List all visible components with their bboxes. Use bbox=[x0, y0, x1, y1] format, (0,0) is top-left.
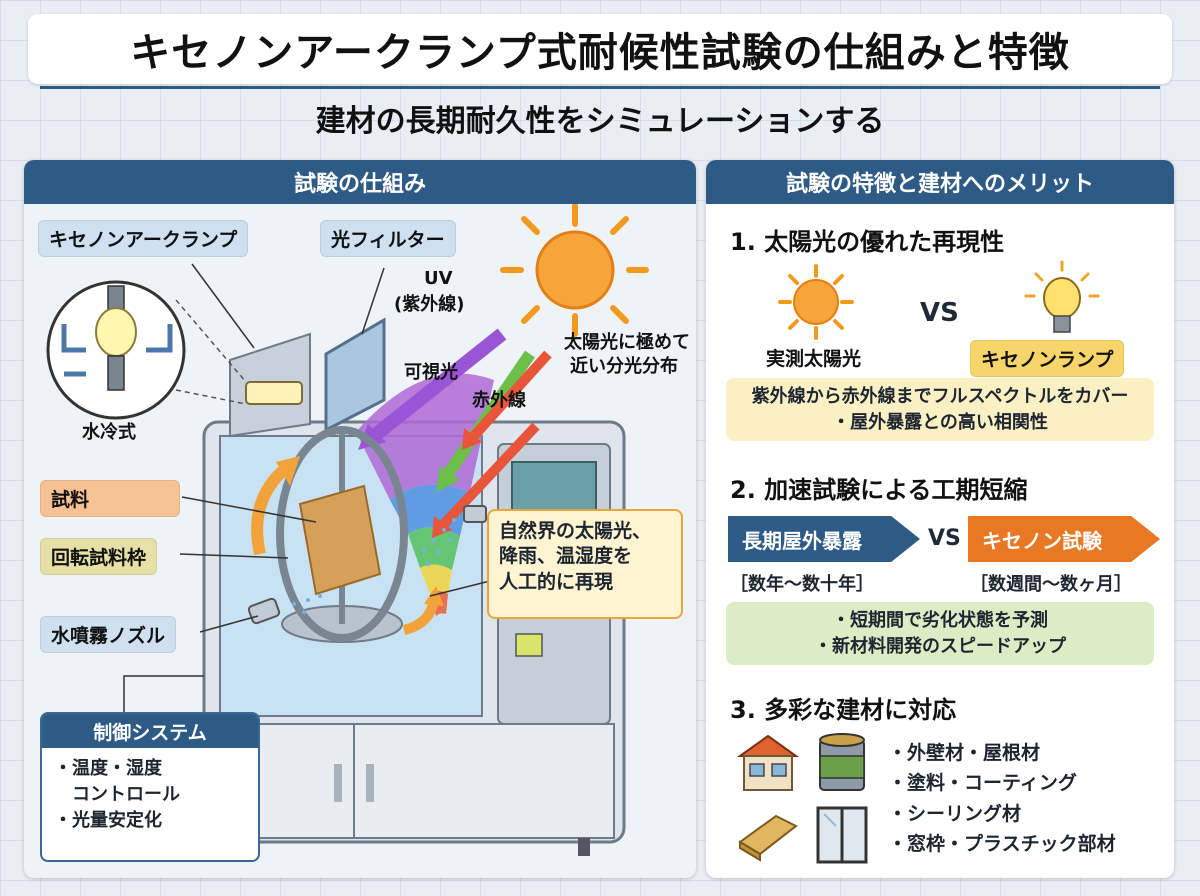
uv-arrow bbox=[358, 328, 507, 450]
label-water-cooled: 水冷式 bbox=[82, 422, 136, 443]
vs-label-2: VS bbox=[928, 526, 961, 551]
caption-real-sunlight: 実測太陽光 bbox=[766, 348, 862, 370]
section1-note-line1: 紫外線から赤外線までフルスペクトルをカバー bbox=[751, 386, 1129, 407]
rotation-arrowhead-right bbox=[424, 586, 444, 606]
page-title: キセノンアークランプ式耐候性試験の仕組みと特徴 bbox=[130, 30, 1070, 76]
house-icon bbox=[736, 734, 800, 791]
control-item: コントロール bbox=[54, 784, 180, 806]
label-sample: 試料 bbox=[40, 480, 180, 517]
label-visible: 可視光 bbox=[404, 362, 458, 383]
label-spray-nozzle: 水噴霧ノズル bbox=[40, 616, 177, 653]
rotating-sample-frame bbox=[276, 426, 408, 643]
callout-line-3: 人工的に再現 bbox=[499, 570, 614, 593]
control-system-box: 制御システム ・温度・湿度 コントロール ・光量安定化 bbox=[40, 712, 260, 862]
section1-title: 1. 太陽光の優れた再現性 bbox=[730, 228, 1005, 256]
vs-label-1: VS bbox=[920, 298, 959, 328]
sun-icon bbox=[500, 203, 649, 337]
materials-list: ・外壁材・屋根材 ・塗料・コーティング ・シーリング材 ・窓枠・プラスチック部材 bbox=[888, 738, 1116, 860]
lamp-zoom-circle bbox=[46, 280, 247, 420]
mechanism-panel: 試験の仕組み bbox=[24, 160, 696, 878]
material-item: ・シーリング材 bbox=[888, 802, 1022, 825]
material-item: ・窓枠・プラスチック部材 bbox=[888, 833, 1116, 856]
control-item: ・光量安定化 bbox=[54, 810, 162, 832]
section1-note: 紫外線から赤外線までフルスペクトルをカバー ・屋外暴露との高い相関性 bbox=[726, 378, 1154, 442]
sun-icon bbox=[778, 264, 854, 340]
caption-xenon-lamp: キセノンランプ bbox=[970, 340, 1125, 377]
label-xenon-lamp: キセノンアークランプ bbox=[38, 220, 249, 257]
long-term-exposure-tag: 長期屋外暴露 bbox=[728, 516, 920, 562]
callout-line-2: 降雨、温湿度を bbox=[499, 545, 633, 568]
section3-title: 3. 多彩な建材に対応 bbox=[730, 696, 957, 724]
features-heading: 試験の特徴と建材へのメリット bbox=[706, 160, 1174, 204]
page-subtitle: 建材の長期耐久性をシミュレーションする bbox=[315, 104, 885, 139]
features-panel: 試験の特徴と建材へのメリット 1. 太陽光の優れた再現性 VS 実測太陽光 キセ… bbox=[706, 160, 1174, 878]
section2-note: ・短期間で劣化状態を予測 ・新材料開発のスピードアップ bbox=[726, 602, 1154, 666]
label-light-filter: 光フィルター bbox=[320, 220, 456, 257]
rotation-arrowhead-left bbox=[276, 456, 300, 486]
water-mist bbox=[292, 518, 456, 614]
paint-can-icon bbox=[819, 733, 865, 791]
label-rotating-frame: 回転試料枠 bbox=[40, 538, 158, 575]
label-uv-jp: (紫外線) bbox=[394, 294, 465, 315]
section2-note-line2: ・新材料開発のスピードアップ bbox=[814, 635, 1066, 657]
section1-note-line2: ・屋外暴露との高い相関性 bbox=[832, 411, 1048, 433]
control-system-heading: 制御システム bbox=[42, 714, 258, 748]
section2-note-line1: ・短期間で劣化状態を予測 bbox=[832, 610, 1048, 631]
title-underline bbox=[40, 86, 1160, 89]
rotation-arrow-left bbox=[251, 463, 291, 556]
xenon-test-tag: キセノン試験 bbox=[968, 516, 1160, 562]
xenon-test-period: ［数週間〜数ヶ月］ bbox=[970, 574, 1132, 595]
label-spectrum-2: 近い分光分布 bbox=[570, 356, 678, 377]
infrared-arrows bbox=[432, 350, 552, 538]
wood-board-icon bbox=[738, 814, 798, 862]
lightbulb-icon bbox=[1024, 260, 1100, 333]
reproduction-callout: 自然界の太陽光、 降雨、温湿度を 人工的に再現 bbox=[487, 509, 683, 619]
test-chamber-diagram: キセノンアークランプ 光フィルター 水冷式 試料 回転試料枠 水噴霧ノズル UV… bbox=[24, 203, 696, 878]
window-frame-icon bbox=[816, 806, 868, 864]
control-system-list: ・温度・湿度 コントロール ・光量安定化 bbox=[42, 748, 258, 842]
section2-title: 2. 加速試験による工期短縮 bbox=[730, 476, 1028, 504]
label-infrared: 赤外線 bbox=[472, 390, 526, 411]
long-term-period: ［数年〜数十年］ bbox=[730, 574, 874, 595]
control-item: ・温度・湿度 bbox=[54, 758, 162, 779]
material-item: ・外壁材・屋根材 bbox=[888, 742, 1041, 764]
title-bar: キセノンアークランプ式耐候性試験の仕組みと特徴 bbox=[28, 14, 1172, 84]
mechanism-heading: 試験の仕組み bbox=[24, 160, 696, 204]
material-item: ・塗料・コーティング bbox=[888, 772, 1077, 795]
label-spectrum-1: 太陽光に極めて bbox=[564, 332, 690, 353]
callout-line-1: 自然界の太陽光、 bbox=[499, 520, 652, 542]
label-uv: UV bbox=[424, 268, 453, 289]
